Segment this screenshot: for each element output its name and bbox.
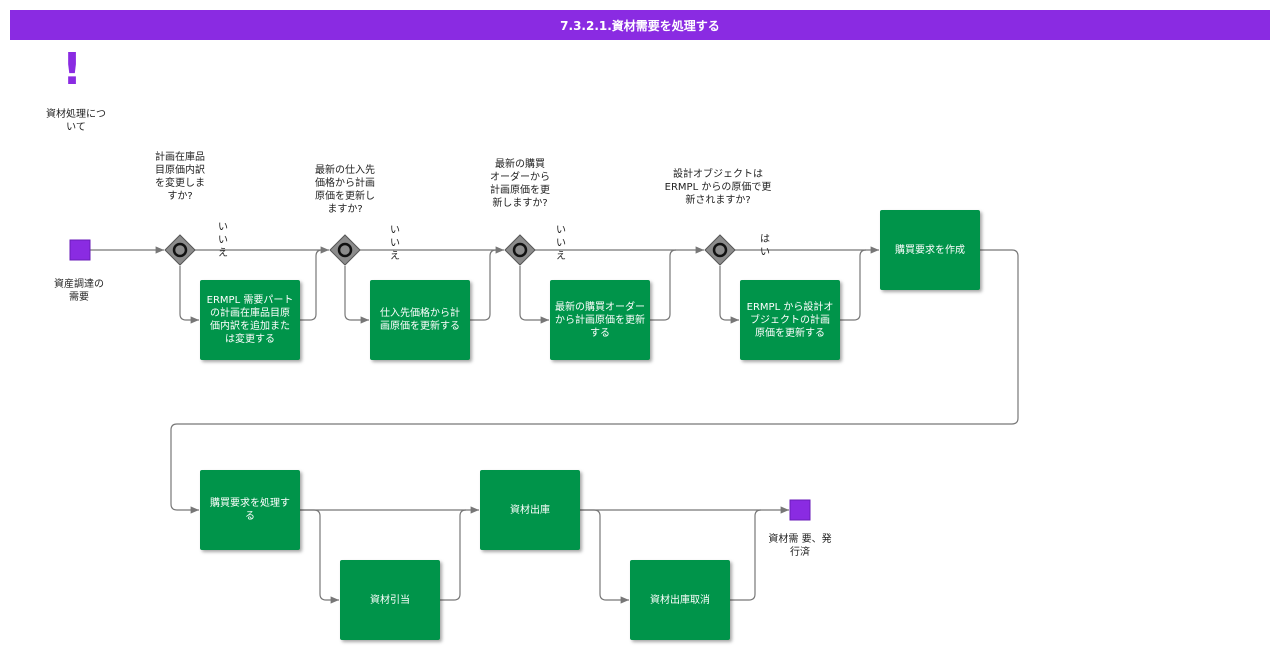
gateway-4: [704, 234, 736, 266]
gateway-1: [164, 234, 196, 266]
flow-g3-t3: [519, 266, 549, 324]
task-update-from-purchase-order[interactable]: 最新の購買オーダー から計画原価を更新 する: [550, 280, 650, 360]
gateway-2-branch-label: い い え: [390, 225, 400, 262]
flow-t4-merge: [840, 249, 867, 321]
gateway-3: [504, 234, 536, 266]
end-event-label: 資材需 要、発 行済: [768, 534, 832, 558]
flow-t2-merge: [470, 249, 497, 321]
task-create-purchase-request[interactable]: 購買要求を作成: [880, 210, 980, 290]
gateway-3-branch-label: い い え: [556, 225, 566, 262]
task-cancel-material-issue[interactable]: 資材出庫取消: [630, 560, 730, 640]
task-update-design-object[interactable]: ERMPL から設計オ ブジェクトの計画 原価を更新する: [740, 280, 840, 360]
task-process-purchase-request[interactable]: 購買要求を処理す る: [200, 470, 300, 550]
flow-t7-merge: [440, 509, 467, 601]
flow-t1-merge: [300, 249, 323, 321]
flow-t3-merge: [650, 249, 677, 321]
task-material-reservation[interactable]: 資材引当: [340, 560, 440, 640]
gateway-2: [329, 234, 361, 266]
gateway-1-branch-label: い い え: [218, 222, 228, 259]
task-update-from-supplier-price[interactable]: 仕入先価格から計 画原価を更新する: [370, 280, 470, 360]
note-label: 資材処理につ いて: [46, 109, 106, 133]
start-event: [69, 239, 91, 261]
task-update-cost-breakdown[interactable]: ERMPL 需要パート の計画在庫品目原 価内訳を追加また は変更する: [200, 280, 300, 360]
gateway-4-question: 設計オブジェクトは ERMPL からの原価で更 新されますか?: [664, 169, 772, 206]
exclamation-icon: !: [62, 44, 83, 95]
flow-t9-merge: [730, 509, 762, 601]
task-material-issue[interactable]: 資材出庫: [480, 470, 580, 550]
start-event-label: 資産調達の 需要: [54, 279, 104, 303]
flow-t8-t9: [580, 509, 629, 604]
gateway-3-question: 最新の購買 オーダーから 計画原価を更 新しますか?: [490, 159, 550, 209]
gateway-1-question: 計画在庫品 目原価内訳 を変更しま すか?: [155, 152, 205, 202]
flow-g2-t2: [344, 266, 369, 324]
flow-t5-t6: [170, 249, 1019, 514]
gateway-4-branch-label: は い: [760, 234, 770, 258]
flow-g4-t4: [719, 266, 739, 324]
gateway-2-question: 最新の仕入先 価格から計画 原価を更新し ますか?: [315, 165, 375, 215]
diagram-title: 7.3.2.1.資材需要を処理する: [10, 10, 1270, 40]
end-event: [789, 499, 811, 521]
flow-g1-t1: [179, 266, 199, 324]
flow-t6-t7: [300, 509, 339, 604]
